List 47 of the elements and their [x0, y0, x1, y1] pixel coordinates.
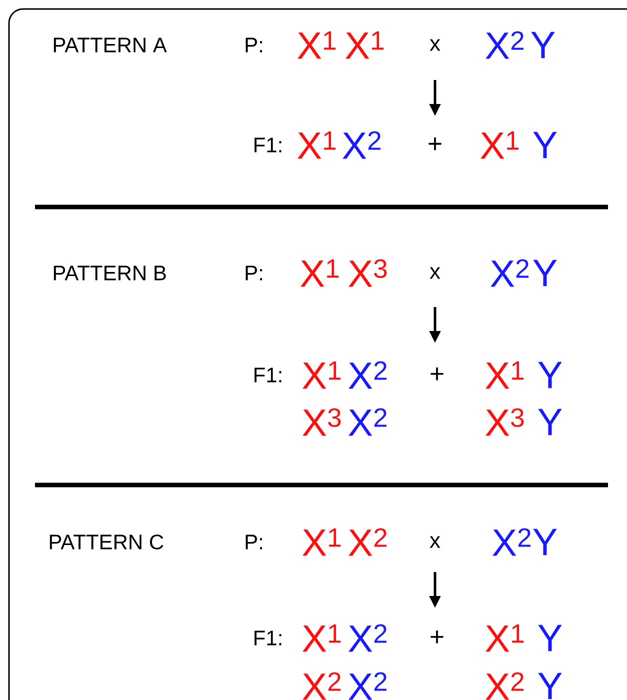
cross-sign: x [430, 536, 440, 548]
cross-sign: x [430, 39, 440, 51]
pattern-heading: PATTERN C [50, 534, 164, 550]
allele-symbol: X$^{2}$ [302, 672, 340, 700]
allele-symbol: X$^{2}$ [348, 528, 386, 556]
allele-symbol: X$^{1}$ [346, 31, 384, 59]
allele-symbol: X$^{3}$ [302, 408, 341, 436]
allele-symbol: X$^{2}$ [486, 672, 524, 700]
allele-symbol: X$^{1}$ [302, 528, 341, 556]
pattern-heading: PATTERN B [54, 266, 166, 280]
allele-symbol: Y [538, 672, 562, 700]
generation-label: F1: [254, 630, 282, 646]
allele-symbol: X$^{2}$ [348, 672, 386, 700]
plus-sign: + [430, 368, 444, 380]
allele-symbol: Y [538, 362, 562, 388]
cross-sign: x [430, 267, 440, 279]
generation-label: P: [246, 534, 262, 550]
allele-symbol: X$^{2}$ [348, 361, 386, 389]
allele-symbol: Y [531, 32, 555, 58]
allele-symbol: Y [533, 132, 557, 158]
allele-symbol: X$^{2}$ [486, 31, 524, 59]
allele-symbol: Y [538, 408, 562, 436]
allele-symbol: Y [533, 260, 557, 286]
generation-label: F1: [254, 368, 282, 382]
allele-symbol: Y [533, 528, 557, 556]
allele-symbol: X$^{2}$ [490, 259, 528, 287]
allele-symbol: X$^{1}$ [486, 624, 524, 652]
allele-symbol: X$^{1}$ [298, 131, 336, 159]
allele-symbol: X$^{3}$ [348, 259, 387, 287]
allele-symbol: X$^{1}$ [302, 361, 341, 389]
allele-symbol: Y [538, 624, 562, 652]
allele-symbol: X$^{1}$ [486, 361, 524, 389]
allele-symbol: X$^{2}$ [492, 528, 530, 556]
pattern-heading: PATTERN A [54, 38, 167, 52]
allele-symbol: X$^{2}$ [342, 131, 380, 159]
plus-sign: + [428, 138, 442, 150]
allele-symbol: X$^{1}$ [480, 131, 519, 159]
allele-symbol: X$^{1}$ [302, 624, 341, 652]
allele-symbol: X$^{1}$ [298, 31, 336, 59]
generation-label: F1: [254, 138, 282, 152]
allele-symbol: X$^{1}$ [300, 259, 339, 287]
allele-symbol: X$^{2}$ [348, 408, 386, 436]
generation-label: P: [246, 266, 262, 280]
generation-label: P: [246, 38, 262, 52]
allele-symbol: X$^{2}$ [348, 624, 386, 652]
allele-symbol: X$^{3}$ [486, 408, 524, 436]
plus-sign: + [430, 630, 444, 644]
